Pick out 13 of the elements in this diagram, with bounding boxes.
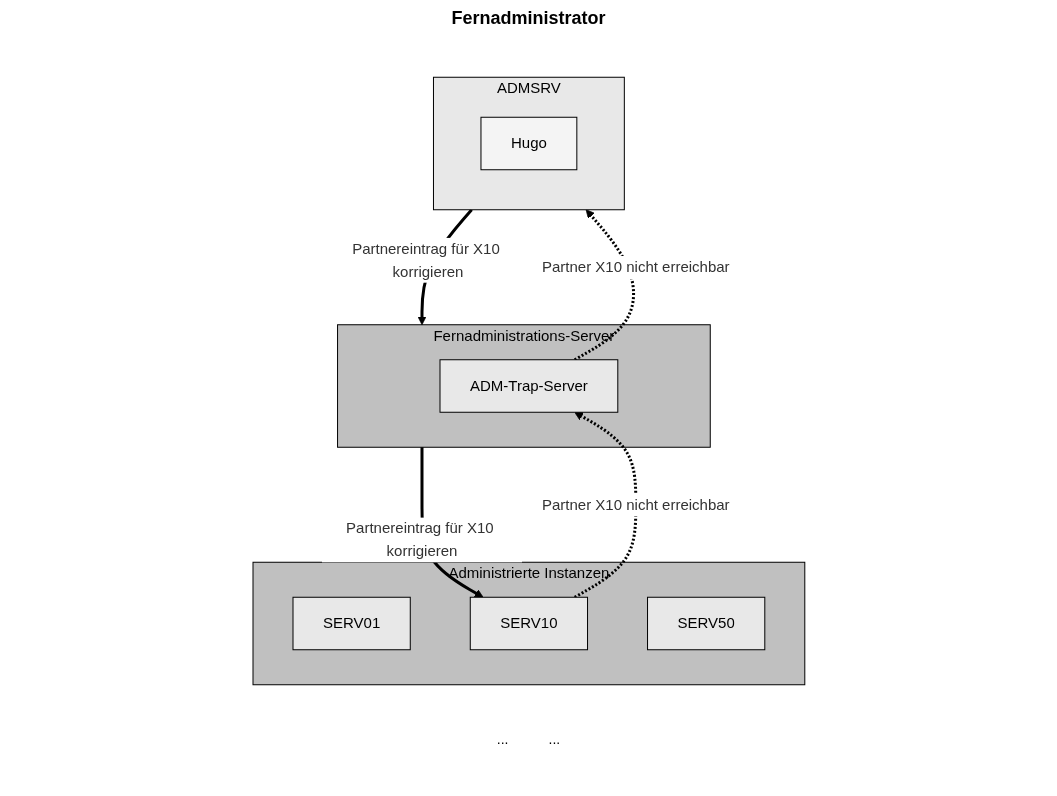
arrow: [573, 411, 637, 599]
ellipsis-label: ...: [548, 731, 561, 747]
node-box: SERV50: [646, 596, 765, 651]
ellipsis-label: ...: [496, 731, 509, 747]
node-box: Hugo: [480, 116, 577, 171]
node-box: SERV10: [469, 596, 588, 651]
diagram-title: Fernadministrator: [450, 8, 607, 29]
edge-label: Partner X10 nicht erreichbar: [541, 258, 730, 275]
edge-label: Partnereintrag für X10 korrigieren: [345, 519, 494, 559]
edge-label: Partner X10 nicht erreichbar: [541, 495, 730, 513]
node-box: SERV01: [292, 596, 411, 651]
edge-label: Partnereintrag für X10 korrigieren: [351, 239, 500, 280]
node-box: ADM-Trap-Server: [439, 359, 618, 413]
